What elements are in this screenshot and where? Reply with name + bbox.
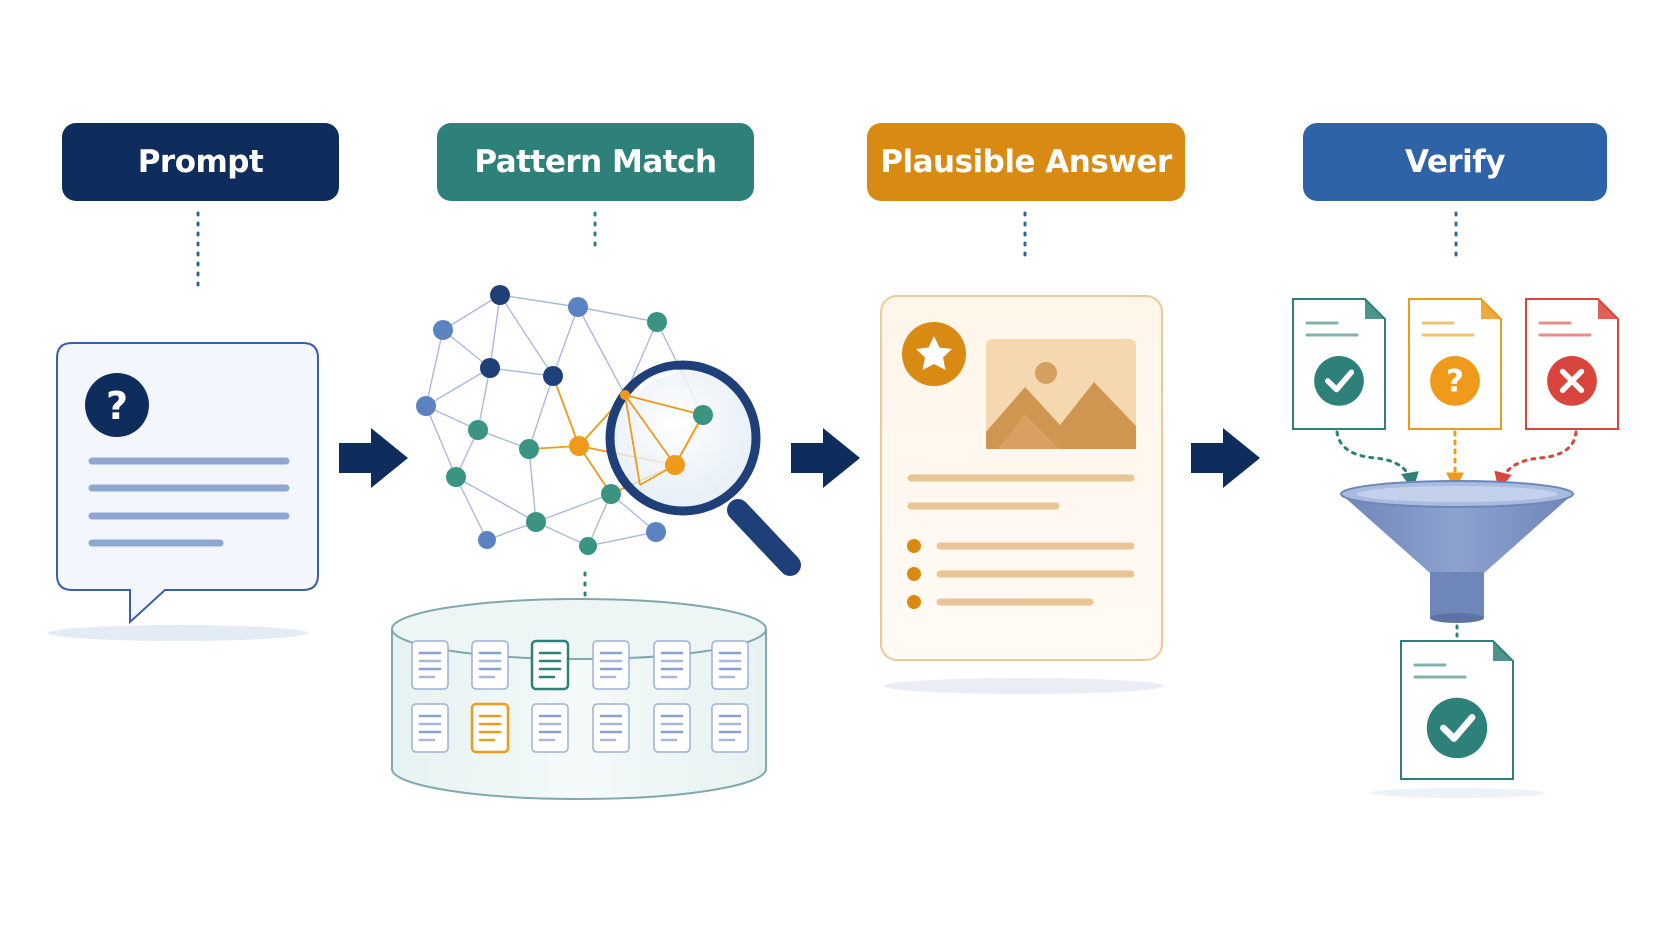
arrow-right-icon xyxy=(1191,428,1260,488)
database-document-icon xyxy=(653,703,691,753)
step-label-verify-text: Verify xyxy=(1405,144,1505,180)
database-document-icon xyxy=(711,640,749,690)
flow-arrows xyxy=(339,428,1260,488)
step-label-pattern-match: Pattern Match xyxy=(437,123,754,201)
step-label-prompt-text: Prompt xyxy=(137,144,264,180)
uncertain-status-icon: ? xyxy=(1430,356,1480,406)
answer-card-icon xyxy=(880,295,1164,694)
image-placeholder-icon xyxy=(986,339,1136,449)
database-document-icon xyxy=(653,640,691,690)
step-label-plausible-answer: Plausible Answer xyxy=(867,123,1185,201)
document-database-icon xyxy=(391,598,767,800)
database-document-icon xyxy=(411,703,449,753)
arrow-right-icon xyxy=(339,428,408,488)
funnel-input-arrows xyxy=(1335,430,1578,491)
database-document-icon xyxy=(411,640,449,690)
step-label-pattern-match-text: Pattern Match xyxy=(474,144,717,180)
star-icon xyxy=(916,336,952,370)
question-mark-glyph: ? xyxy=(106,384,128,428)
step-label-prompt: Prompt xyxy=(62,123,339,201)
database-document-icon xyxy=(531,703,569,753)
step-label-verify: Verify xyxy=(1303,123,1607,201)
verify-documents: ? xyxy=(1292,298,1619,430)
step-label-plausible-answer-text: Plausible Answer xyxy=(880,144,1172,180)
database-document-icon xyxy=(711,703,749,753)
magnifier-icon xyxy=(605,360,801,576)
database-document-icon xyxy=(471,640,509,690)
speech-bubble-icon: ? xyxy=(48,342,319,641)
svg-text:?: ? xyxy=(1446,363,1464,399)
verified-status-icon xyxy=(1426,697,1488,759)
filter-funnel-icon xyxy=(1340,480,1574,623)
database-document-icon xyxy=(592,640,630,690)
database-document-icon xyxy=(530,639,570,691)
arrow-right-icon xyxy=(791,428,860,488)
verified-status-icon xyxy=(1314,356,1364,406)
rejected-status-icon xyxy=(1547,356,1597,406)
document-result-verified xyxy=(1400,640,1514,780)
verified-result-document xyxy=(1369,640,1545,798)
label-connectors xyxy=(196,211,1458,287)
document-uncertain: ? xyxy=(1408,298,1502,430)
database-document-icon xyxy=(592,703,630,753)
database-document-icon xyxy=(470,702,510,754)
document-rejected xyxy=(1525,298,1619,430)
question-mark-icon xyxy=(85,373,149,437)
document-verified xyxy=(1292,298,1386,430)
network-graph-icon xyxy=(416,285,706,555)
